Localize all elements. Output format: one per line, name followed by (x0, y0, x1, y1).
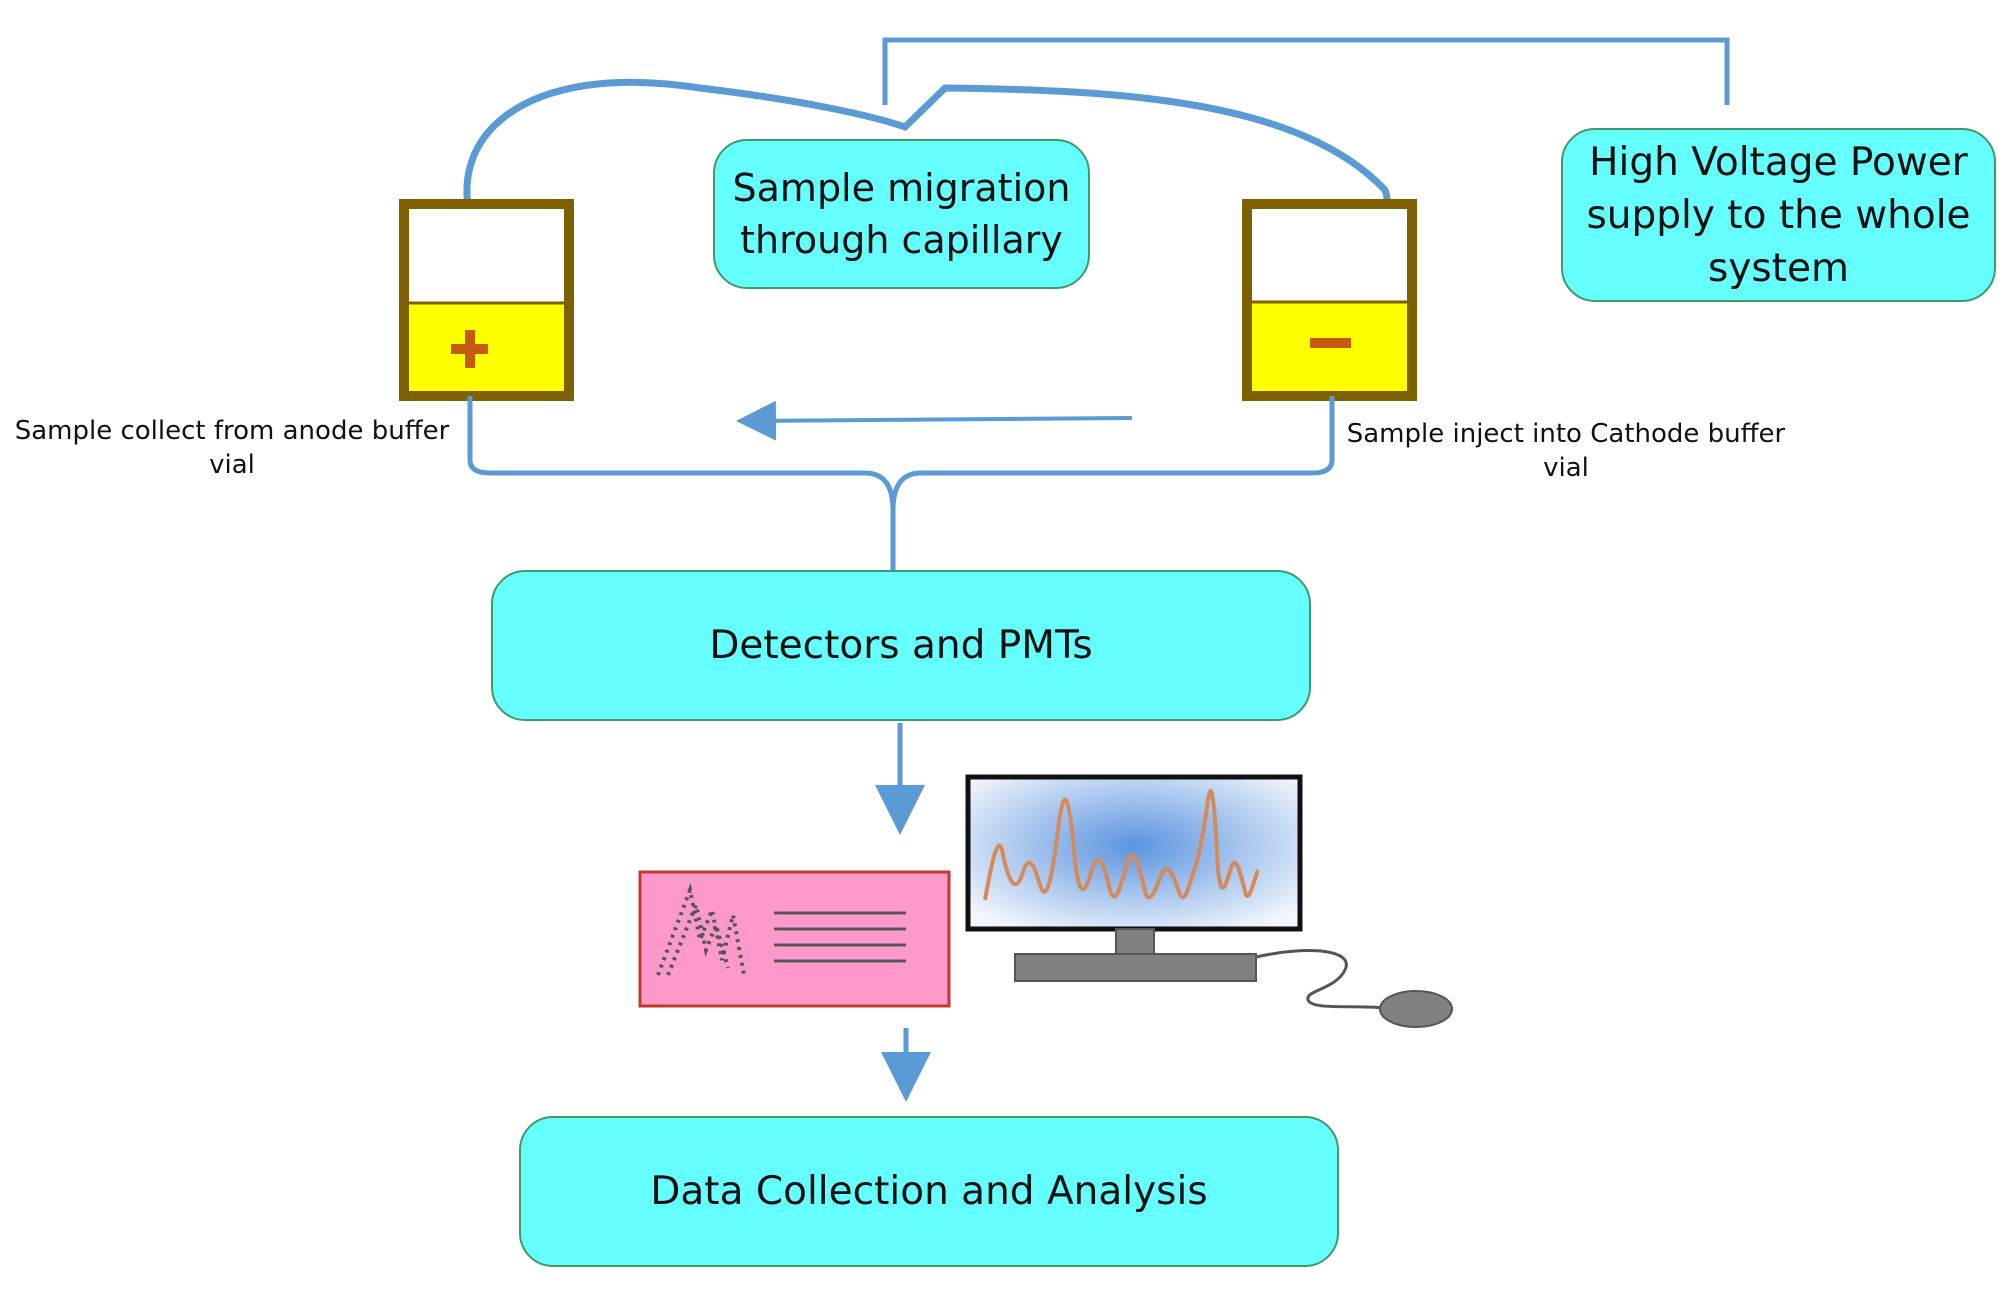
power-line-3: system (1708, 245, 1849, 291)
sample-migration-line-1: Sample migration (732, 166, 1071, 210)
migration-direction-arrow (736, 400, 1133, 441)
anode-caption: Sample collect from anode buffer vial (8, 414, 456, 482)
sample-migration-line-2: through capillary (740, 218, 1063, 262)
data-analysis-label: Data Collection and Analysis (650, 1169, 1208, 1214)
keyboard-base (1014, 953, 1257, 982)
high-voltage-power-box: High Voltage Power supply to the whole s… (1561, 128, 1996, 302)
anode-buffer-vial (399, 199, 574, 401)
minus-icon (1310, 338, 1351, 348)
cathode-caption-line-2: vial (1543, 453, 1589, 483)
sample-migration-box: Sample migration through capillary (713, 139, 1090, 289)
plus-icon (451, 330, 488, 368)
power-line-1: High Voltage Power (1589, 139, 1968, 185)
cathode-buffer-vial (1242, 199, 1417, 401)
computer-illustration (965, 774, 1453, 1028)
cathode-caption-line-1: Sample inject into Cathode buffer (1346, 419, 1786, 449)
cathode-caption: Sample inject into Cathode buffer vial (1340, 417, 1792, 485)
dotted-peaks-icon (656, 882, 746, 976)
vials-to-detectors-connector (467, 396, 1335, 570)
detectors-label: Detectors and PMTs (709, 623, 1093, 668)
mouse-icon (1379, 990, 1453, 1028)
power-line-2: supply to the whole (1586, 192, 1971, 238)
power-supply-wire (882, 37, 1730, 105)
anode-caption-line-2: vial (209, 450, 255, 480)
monitor-icon (965, 774, 1303, 932)
signal-trace (983, 789, 1260, 901)
anode-caption-line-1: Sample collect from anode buffer (14, 416, 450, 446)
printout-illustration (638, 870, 951, 1008)
mouse-cable (1255, 949, 1386, 1010)
capillary-tube (463, 78, 1391, 249)
detectors-box: Detectors and PMTs (491, 570, 1311, 721)
data-analysis-box: Data Collection and Analysis (519, 1116, 1339, 1267)
